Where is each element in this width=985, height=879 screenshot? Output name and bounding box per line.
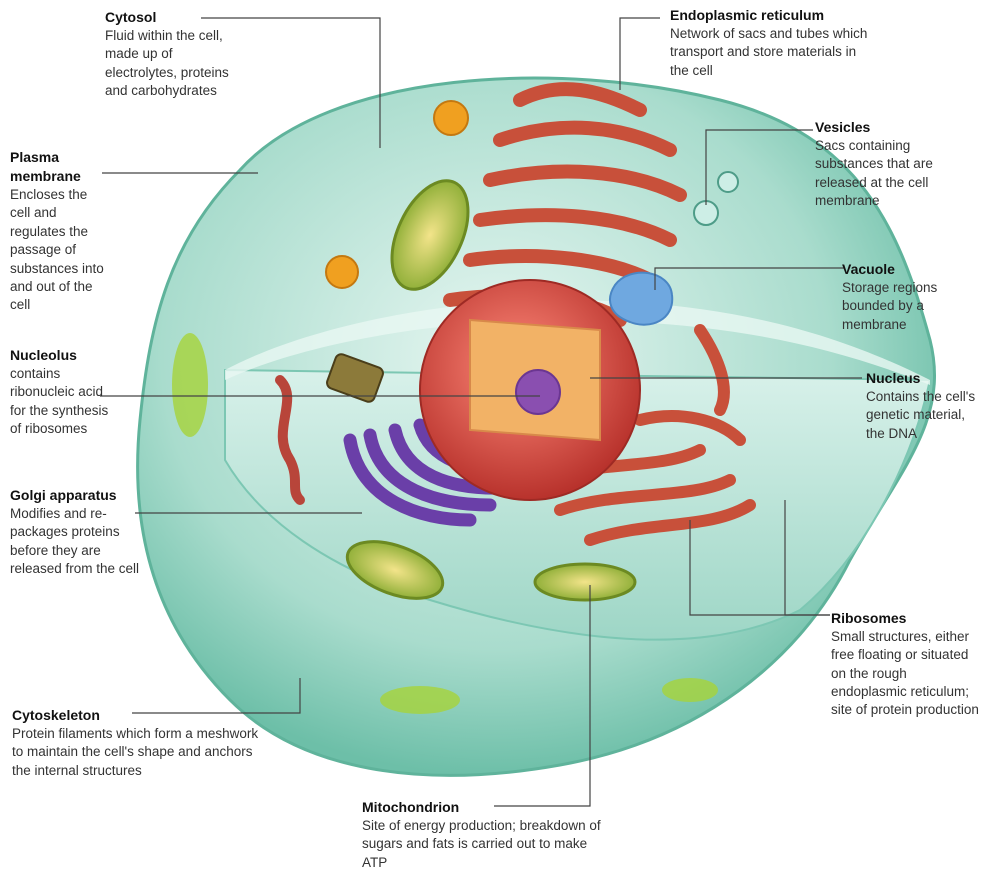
organelle-bottom-right <box>662 678 718 702</box>
vesicle-2 <box>718 172 738 192</box>
label-nucleus: Nucleus Contains the cell's genetic mate… <box>866 369 976 443</box>
cytosol-text: Fluid within the cell, made up of electr… <box>105 27 235 100</box>
ribosomes-title: Ribosomes <box>831 609 981 628</box>
plasma-membrane-text: Encloses the cell and regulates the pass… <box>10 186 110 315</box>
vacuole-text: Storage regions bounded by a membrane <box>842 279 972 334</box>
label-vesicles: Vesicles Sacs containing substances that… <box>815 118 980 210</box>
label-cytosol: Cytosol Fluid within the cell, made up o… <box>105 8 235 100</box>
ribosomes-text: Small structures, either free floating o… <box>831 628 981 720</box>
vacuole <box>610 273 672 325</box>
cytosol-title: Cytosol <box>105 8 235 27</box>
lysosome-top <box>434 101 468 135</box>
mitochondrion-title: Mitochondrion <box>362 798 602 817</box>
vesicles-title: Vesicles <box>815 118 980 137</box>
lysosome-left <box>326 256 358 288</box>
label-cytoskeleton: Cytoskeleton Protein filaments which for… <box>12 706 267 780</box>
er-title: Endoplasmic reticulum <box>670 6 870 25</box>
nucleolus <box>516 370 560 414</box>
cytoskeleton-title: Cytoskeleton <box>12 706 267 725</box>
label-ribosomes: Ribosomes Small structures, either free … <box>831 609 981 720</box>
vacuole-title: Vacuole <box>842 260 972 279</box>
label-er: Endoplasmic reticulum Network of sacs an… <box>670 6 870 80</box>
er-text: Network of sacs and tubes which transpor… <box>670 25 870 80</box>
cytoskeleton-text: Protein filaments which form a meshwork … <box>12 725 267 780</box>
mitochondrion-bottom <box>535 564 635 600</box>
label-plasma-membrane: Plasma membrane Encloses the cell and re… <box>10 148 110 315</box>
mitochondrion-text: Site of energy production; breakdown of … <box>362 817 602 872</box>
organelle-bottom <box>380 686 460 714</box>
label-mitochondrion: Mitochondrion Site of energy production;… <box>362 798 602 872</box>
plasma-membrane-title: Plasma membrane <box>10 148 110 186</box>
nucleolus-text: contains ribonucleic acid for the synthe… <box>10 365 110 438</box>
label-vacuole: Vacuole Storage regions bounded by a mem… <box>842 260 972 334</box>
label-golgi: Golgi apparatus Modifies and re-packages… <box>10 486 140 578</box>
nucleus-text: Contains the cell's genetic material, th… <box>866 388 976 443</box>
golgi-title: Golgi apparatus <box>10 486 140 505</box>
nucleolus-title: Nucleolus <box>10 346 110 365</box>
golgi-text: Modifies and re-packages proteins before… <box>10 505 140 578</box>
vesicles-text: Sacs containing substances that are rele… <box>815 137 980 210</box>
organelle-left <box>172 333 208 437</box>
nucleus-title: Nucleus <box>866 369 976 388</box>
label-nucleolus: Nucleolus contains ribonucleic acid for … <box>10 346 110 438</box>
